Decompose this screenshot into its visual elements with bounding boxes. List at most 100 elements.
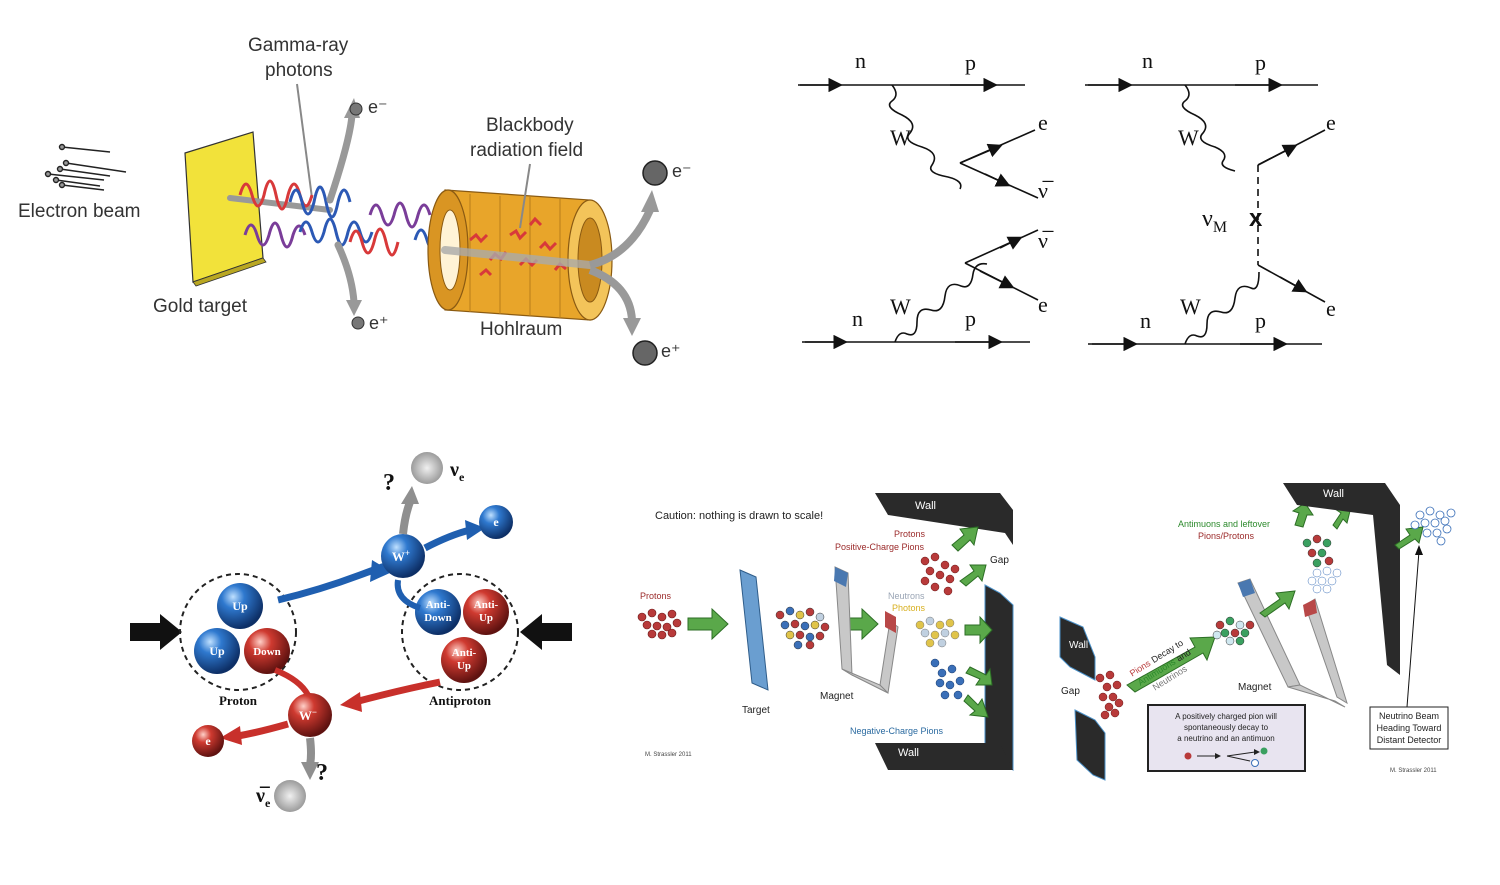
wall-top-label: Wall [915, 500, 936, 512]
right-n-top: n [1142, 48, 1153, 73]
panel-beam-target-magnet: Caution: nothing is drawn to scale! Prot… [630, 485, 1030, 785]
e-plus-label-1: e⁺ [369, 313, 389, 333]
box-line-3: a neutrino and an antimuon [1177, 734, 1274, 743]
neutrinoless-double-beta-diagram [1085, 77, 1326, 352]
mixed-particle-cluster [775, 606, 830, 650]
positive-pions-label: Positive-Charge Pions [835, 542, 925, 552]
positive-cluster [920, 552, 960, 596]
left-n-top: n [855, 48, 866, 73]
panel-pion-decay: Wall Gap PionsDecay to Antimuonsand Neut… [1055, 475, 1475, 795]
proton-antiproton-diagram: Up Up Down Proton Anti- Down Anti- Up An… [130, 452, 572, 812]
pion-decay-diagram: Wall Gap PionsDecay to Antimuonsand Neut… [1059, 483, 1456, 781]
nubar-e-label: ν̅e [255, 785, 271, 810]
e-minus-label-1: e⁻ [368, 97, 388, 117]
heading-toward-label: Heading Toward [1377, 723, 1442, 733]
pion-cluster-left [1095, 670, 1124, 720]
e-plus-label-2: e⁺ [661, 341, 681, 361]
gap-label: Gap [990, 555, 1009, 566]
radiation-field-label: radiation field [470, 140, 583, 161]
neutral-cluster [915, 616, 960, 648]
panel-proton-antiproton: Up Up Down Proton Anti- Down Anti- Up An… [120, 440, 590, 820]
quark-anti-up-1a: Anti- [474, 599, 499, 611]
magnet-label: Magnet [820, 691, 854, 702]
proton-label: Proton [219, 693, 258, 708]
box-line-1: A positively charged pion will [1175, 712, 1277, 721]
proton-cluster [637, 608, 682, 640]
incoming-arrow-left-icon [130, 614, 182, 650]
decay-arrow-icon [1126, 636, 1216, 693]
proton-boundary [179, 573, 297, 691]
antiproton-label: Antiproton [429, 693, 492, 708]
right-p-top: p [1255, 50, 1266, 75]
left-p-bottom: p [965, 306, 976, 331]
wall-top [875, 493, 1013, 545]
magnet-label-e: Magnet [1238, 682, 1272, 693]
wall-bottom-label: Wall [898, 747, 919, 759]
credit-d: M. Strassler 2011 [645, 752, 692, 758]
feynman-diagrams: n p W e ν̅ ν̅ e n W p n p W e νM x e n W… [798, 48, 1336, 352]
quark-anti-up-2a: Anti- [452, 647, 477, 659]
gamma-ray-label: Gamma-ray [248, 35, 349, 56]
distant-detector-label: Distant Detector [1377, 735, 1442, 745]
antimuons-label: Antimuons and leftover [1178, 519, 1270, 529]
beam-target-magnet-diagram: Caution: nothing is drawn to scale! Prot… [637, 493, 1014, 772]
quark-up-2: Up [209, 644, 225, 658]
quark-anti-up-2b: Up [457, 660, 471, 672]
protons-label: Protons [640, 591, 672, 601]
wall-bottom [875, 743, 1013, 770]
antiproton-boundary [401, 573, 519, 691]
double-beta-diagram [798, 77, 1039, 350]
antimuon-cluster [1302, 534, 1342, 594]
arrow-neutral-icon [964, 615, 993, 645]
pion-decay-box [1147, 704, 1306, 772]
left-nubar-top: ν̅ [1038, 178, 1054, 203]
magnet [834, 566, 899, 695]
right-p-bottom: p [1255, 308, 1266, 333]
quark-up-1: Up [232, 599, 248, 613]
negative-pions-label: Negative-Charge Pions [850, 726, 944, 736]
right-w-top: W [1178, 125, 1199, 150]
left-e-bottom: e [1038, 292, 1048, 317]
right-w-bottom: W [1180, 294, 1201, 319]
electron-beam-arrows [44, 143, 127, 191]
quark-anti-down-2: Down [424, 612, 452, 624]
negative-cluster [930, 658, 965, 700]
left-w-bottom: W [890, 294, 911, 319]
electron-bottom: e [205, 734, 211, 748]
right-e-bottom: e [1326, 296, 1336, 321]
quark-anti-up-1b: Up [479, 612, 493, 624]
right-n-bottom: n [1140, 308, 1151, 333]
pair-production-diagram: Electron beam Gold target Gamma-ray phot… [18, 35, 692, 366]
right-e-top: e [1326, 110, 1336, 135]
credit-e: M. Strassler 2011 [1390, 768, 1437, 774]
beam-arrow-1-icon [687, 607, 729, 641]
gold-target-label: Gold target [153, 296, 248, 317]
e-minus-label-2: e⁻ [672, 161, 692, 181]
wall-top-e [1283, 483, 1400, 675]
nu-e-label: νe [449, 459, 465, 484]
electron-beam-label: Electron beam [18, 201, 141, 222]
neutrino-cluster [1410, 506, 1456, 546]
majorana-cross-icon: x [1249, 205, 1263, 232]
wall-left-top [1059, 616, 1096, 681]
arrow-up-e-icon [1291, 502, 1314, 528]
wall-left-label: Wall [1069, 640, 1088, 651]
wall-top-label-e: Wall [1323, 488, 1344, 500]
arrow-to-cluster-icon [1259, 590, 1296, 618]
neutrino-beam-label: Neutrino Beam [1379, 711, 1439, 721]
photons-label: photons [265, 60, 333, 81]
arrow-neutrino-icon [1394, 526, 1424, 550]
positron-top: e [493, 515, 499, 529]
gold-target [184, 131, 264, 283]
target-slab [739, 569, 769, 691]
panel-feynman-diagrams: n p W e ν̅ ν̅ e n W p n p W e νM x e n W… [780, 30, 1360, 370]
w-minus-boson: W− [299, 707, 317, 723]
left-n-bottom: n [852, 306, 863, 331]
caution-note: Caution: nothing is drawn to scale! [655, 510, 823, 522]
w-plus-boson: W+ [392, 548, 410, 564]
quark-anti-down-1: Anti- [426, 599, 451, 611]
question-mark-top: ? [383, 470, 395, 496]
mixed-cluster-e [1212, 616, 1255, 646]
blackbody-label: Blackbody [486, 115, 574, 136]
protons-pos-label: Protons [894, 529, 926, 539]
